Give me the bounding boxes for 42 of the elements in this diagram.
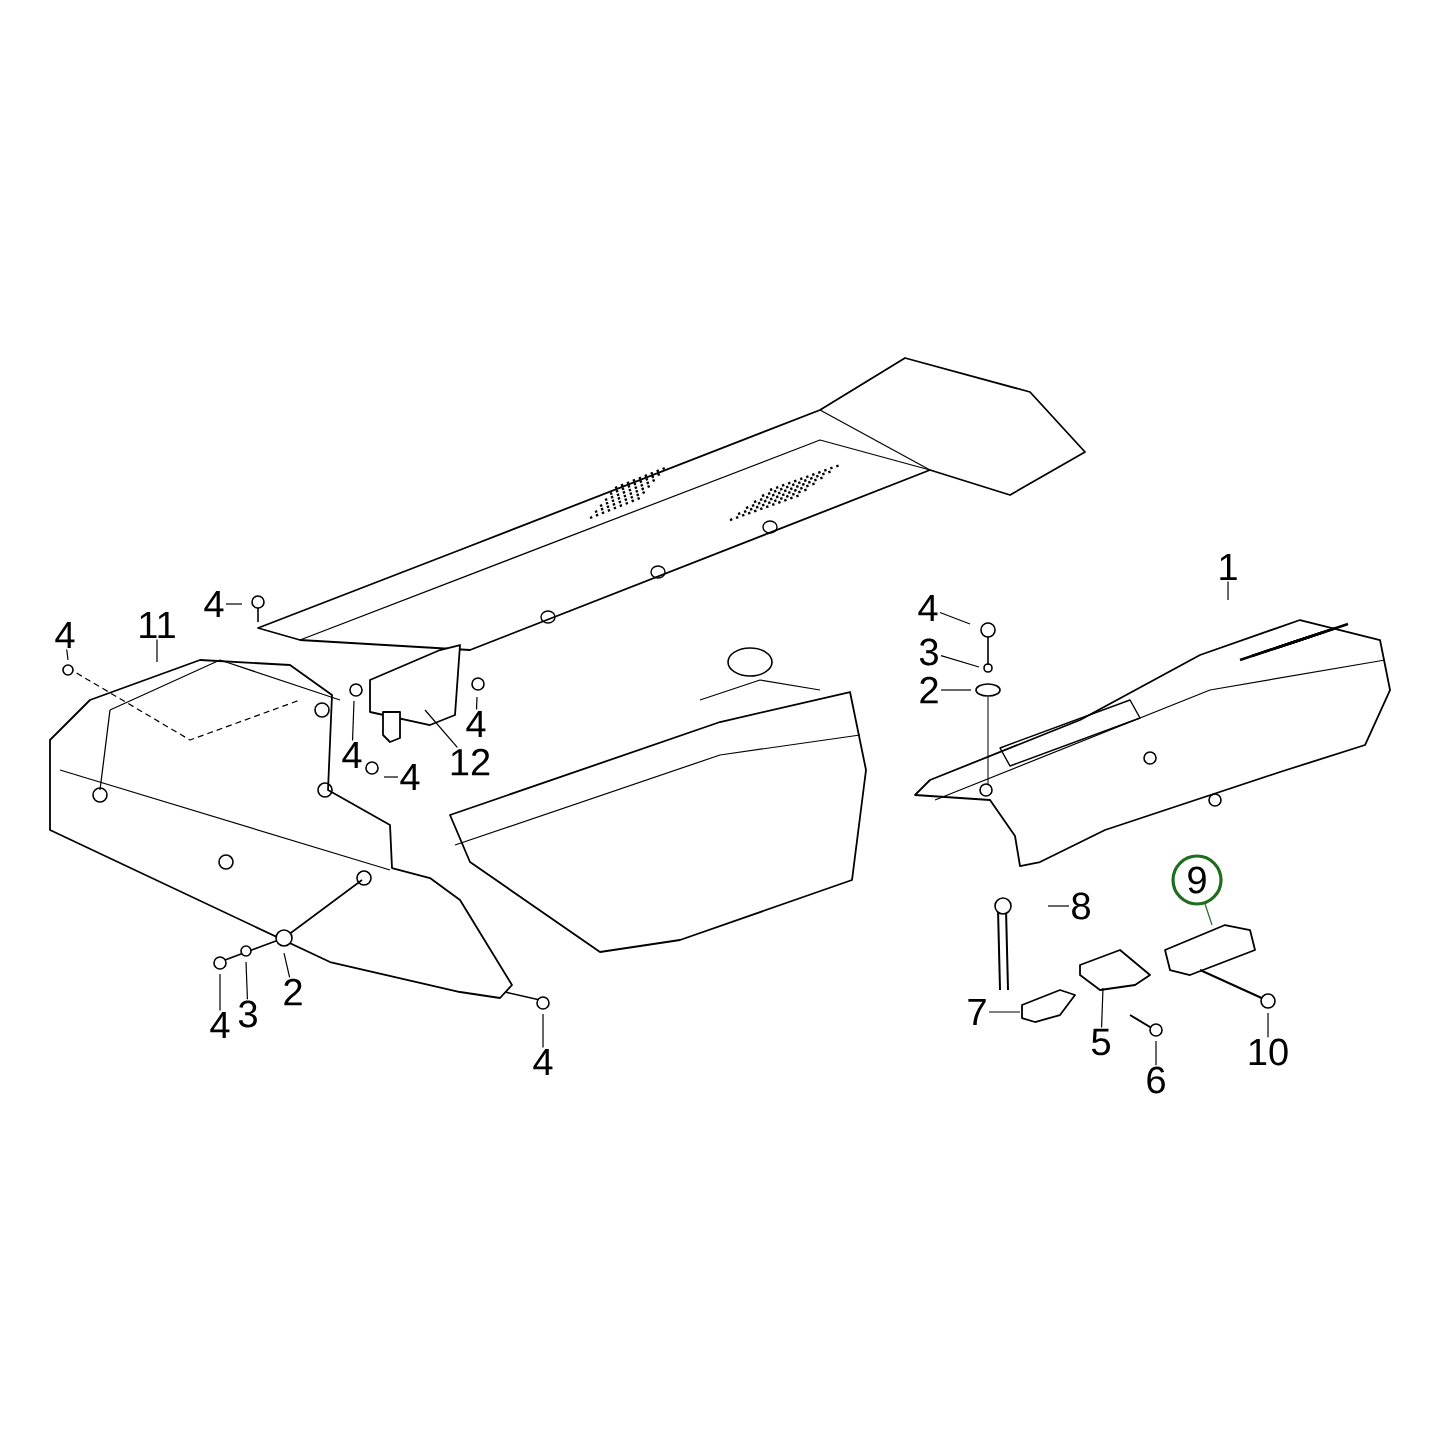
callout-number: 11 — [140, 611, 175, 639]
leader-line — [542, 1013, 544, 1049]
leader-line — [351, 700, 355, 742]
leader-line — [383, 776, 399, 778]
leader-line — [156, 638, 158, 663]
callout-number: 4 — [466, 710, 486, 738]
callout-number: 3 — [238, 1000, 257, 1028]
callout-number: 10 — [1249, 1038, 1288, 1066]
leader-line — [225, 603, 243, 605]
leader-line — [424, 709, 458, 748]
leader-line — [1100, 987, 1104, 1028]
leader-line — [940, 689, 972, 691]
leader-line — [1204, 903, 1213, 926]
callout-number: 9 — [1171, 854, 1223, 906]
leader-line — [1047, 905, 1070, 907]
callout-number: 6 — [1147, 1066, 1165, 1094]
leader-line — [66, 648, 69, 661]
callout-number: 4 — [204, 590, 224, 618]
leader-line — [1155, 1040, 1157, 1066]
leader-line — [245, 961, 249, 1000]
callout-number: 8 — [1072, 892, 1090, 920]
leader-line — [475, 696, 478, 711]
callout-number: 1 — [1220, 553, 1237, 581]
callout-number: 2 — [284, 978, 302, 1006]
leader-line — [940, 655, 980, 668]
callout-number: 4 — [55, 621, 75, 649]
callout-number: 12 — [451, 748, 490, 776]
leader-line — [1267, 1012, 1269, 1038]
leader-line — [219, 973, 221, 1012]
callout-number: 4 — [918, 594, 938, 622]
callout-number: 3 — [919, 638, 938, 666]
callout-number: 4 — [210, 1011, 230, 1039]
callout-number: 2 — [920, 676, 938, 704]
callout-number: 4 — [533, 1048, 553, 1076]
callout-number: 7 — [968, 998, 986, 1026]
callout-number: 4 — [342, 741, 362, 769]
callout-number: 5 — [1091, 1028, 1110, 1056]
leader-line — [939, 611, 971, 625]
leader-line — [1227, 580, 1229, 601]
leader-line — [988, 1011, 1021, 1013]
leader-line — [283, 952, 291, 978]
callout-number: 4 — [400, 763, 420, 791]
